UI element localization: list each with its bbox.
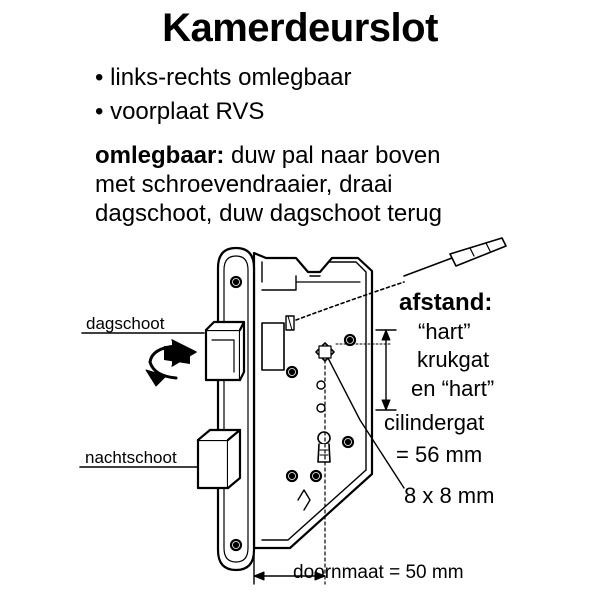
nachtschoot-label: nachtschoot [85, 448, 177, 467]
feature-bullet-faceplate: • voorplaat RVS [95, 98, 265, 125]
krukgat-label: krukgat [417, 347, 490, 372]
instruction-line-1: omlegbaar: duw pal naar boven [95, 141, 595, 170]
screwdriver-path [295, 281, 405, 321]
doornmaat-label: doornmaat = 50 mm [293, 562, 464, 583]
fixing-hole [343, 333, 357, 347]
backset-dimension [253, 359, 326, 585]
cilindergat-label: cilindergat [384, 410, 485, 435]
instruction-line-2: met schroevendraaier, draai [95, 171, 393, 198]
screw-hole-bottom [229, 538, 243, 552]
screwdriver-icon [403, 237, 507, 277]
lock-mechanism [261, 315, 357, 511]
dagschoot-label: dagschoot [86, 314, 165, 333]
feature-bullet-reversible: • links-rechts omlegbaar [95, 64, 352, 91]
instruction-keyword: omlegbaar: [95, 142, 225, 169]
latch-bolt [204, 320, 246, 382]
instruction-line-3: dagschoot, duw dagschoot terug [95, 200, 442, 227]
center-distance-dimension [335, 329, 397, 411]
en-hart-label: en “hart” [411, 376, 495, 401]
dead-bolt [196, 428, 242, 490]
faceplate [216, 246, 256, 572]
instruction-line-1-rest: duw pal naar boven [224, 142, 441, 169]
cylinder-hole [317, 431, 331, 463]
afstand-label: afstand: [399, 289, 493, 316]
rotate-arrow-icon [145, 339, 197, 387]
square-size-label: 8 x 8 mm [404, 483, 495, 508]
instruction-text: omlegbaar: duw pal naar boven met schroe… [95, 141, 595, 228]
square-leader [327, 357, 405, 489]
distance-value: = 56 mm [396, 442, 483, 467]
page-title: Kamerdeurslot [162, 6, 438, 50]
hart-label-1: “hart” [418, 319, 471, 344]
lock-case [252, 251, 374, 550]
screw-hole-top [229, 275, 243, 289]
